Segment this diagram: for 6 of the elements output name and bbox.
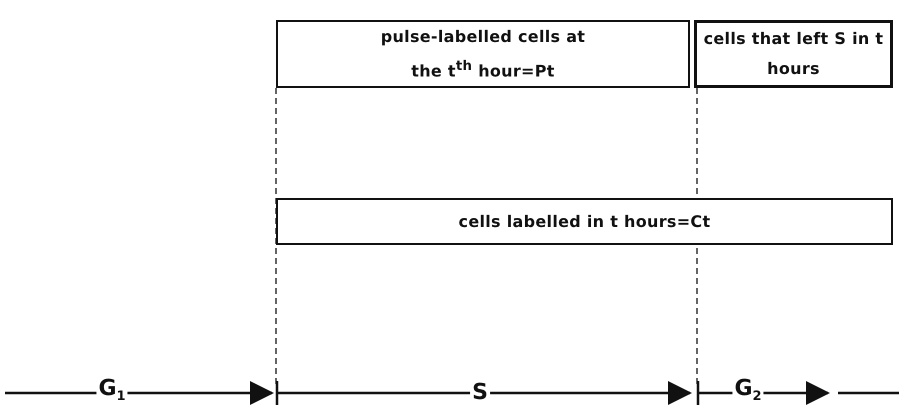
text-box [694, 20, 893, 88]
text-box [276, 20, 690, 88]
box-text: cells that left S in t hours [702, 28, 884, 80]
box-text: cells labelled in t hours=Ct [458, 210, 710, 232]
box-text: pulse-labelled cells at the t$^{th}$ hour=Pt [380, 26, 586, 82]
text-box [276, 198, 893, 245]
